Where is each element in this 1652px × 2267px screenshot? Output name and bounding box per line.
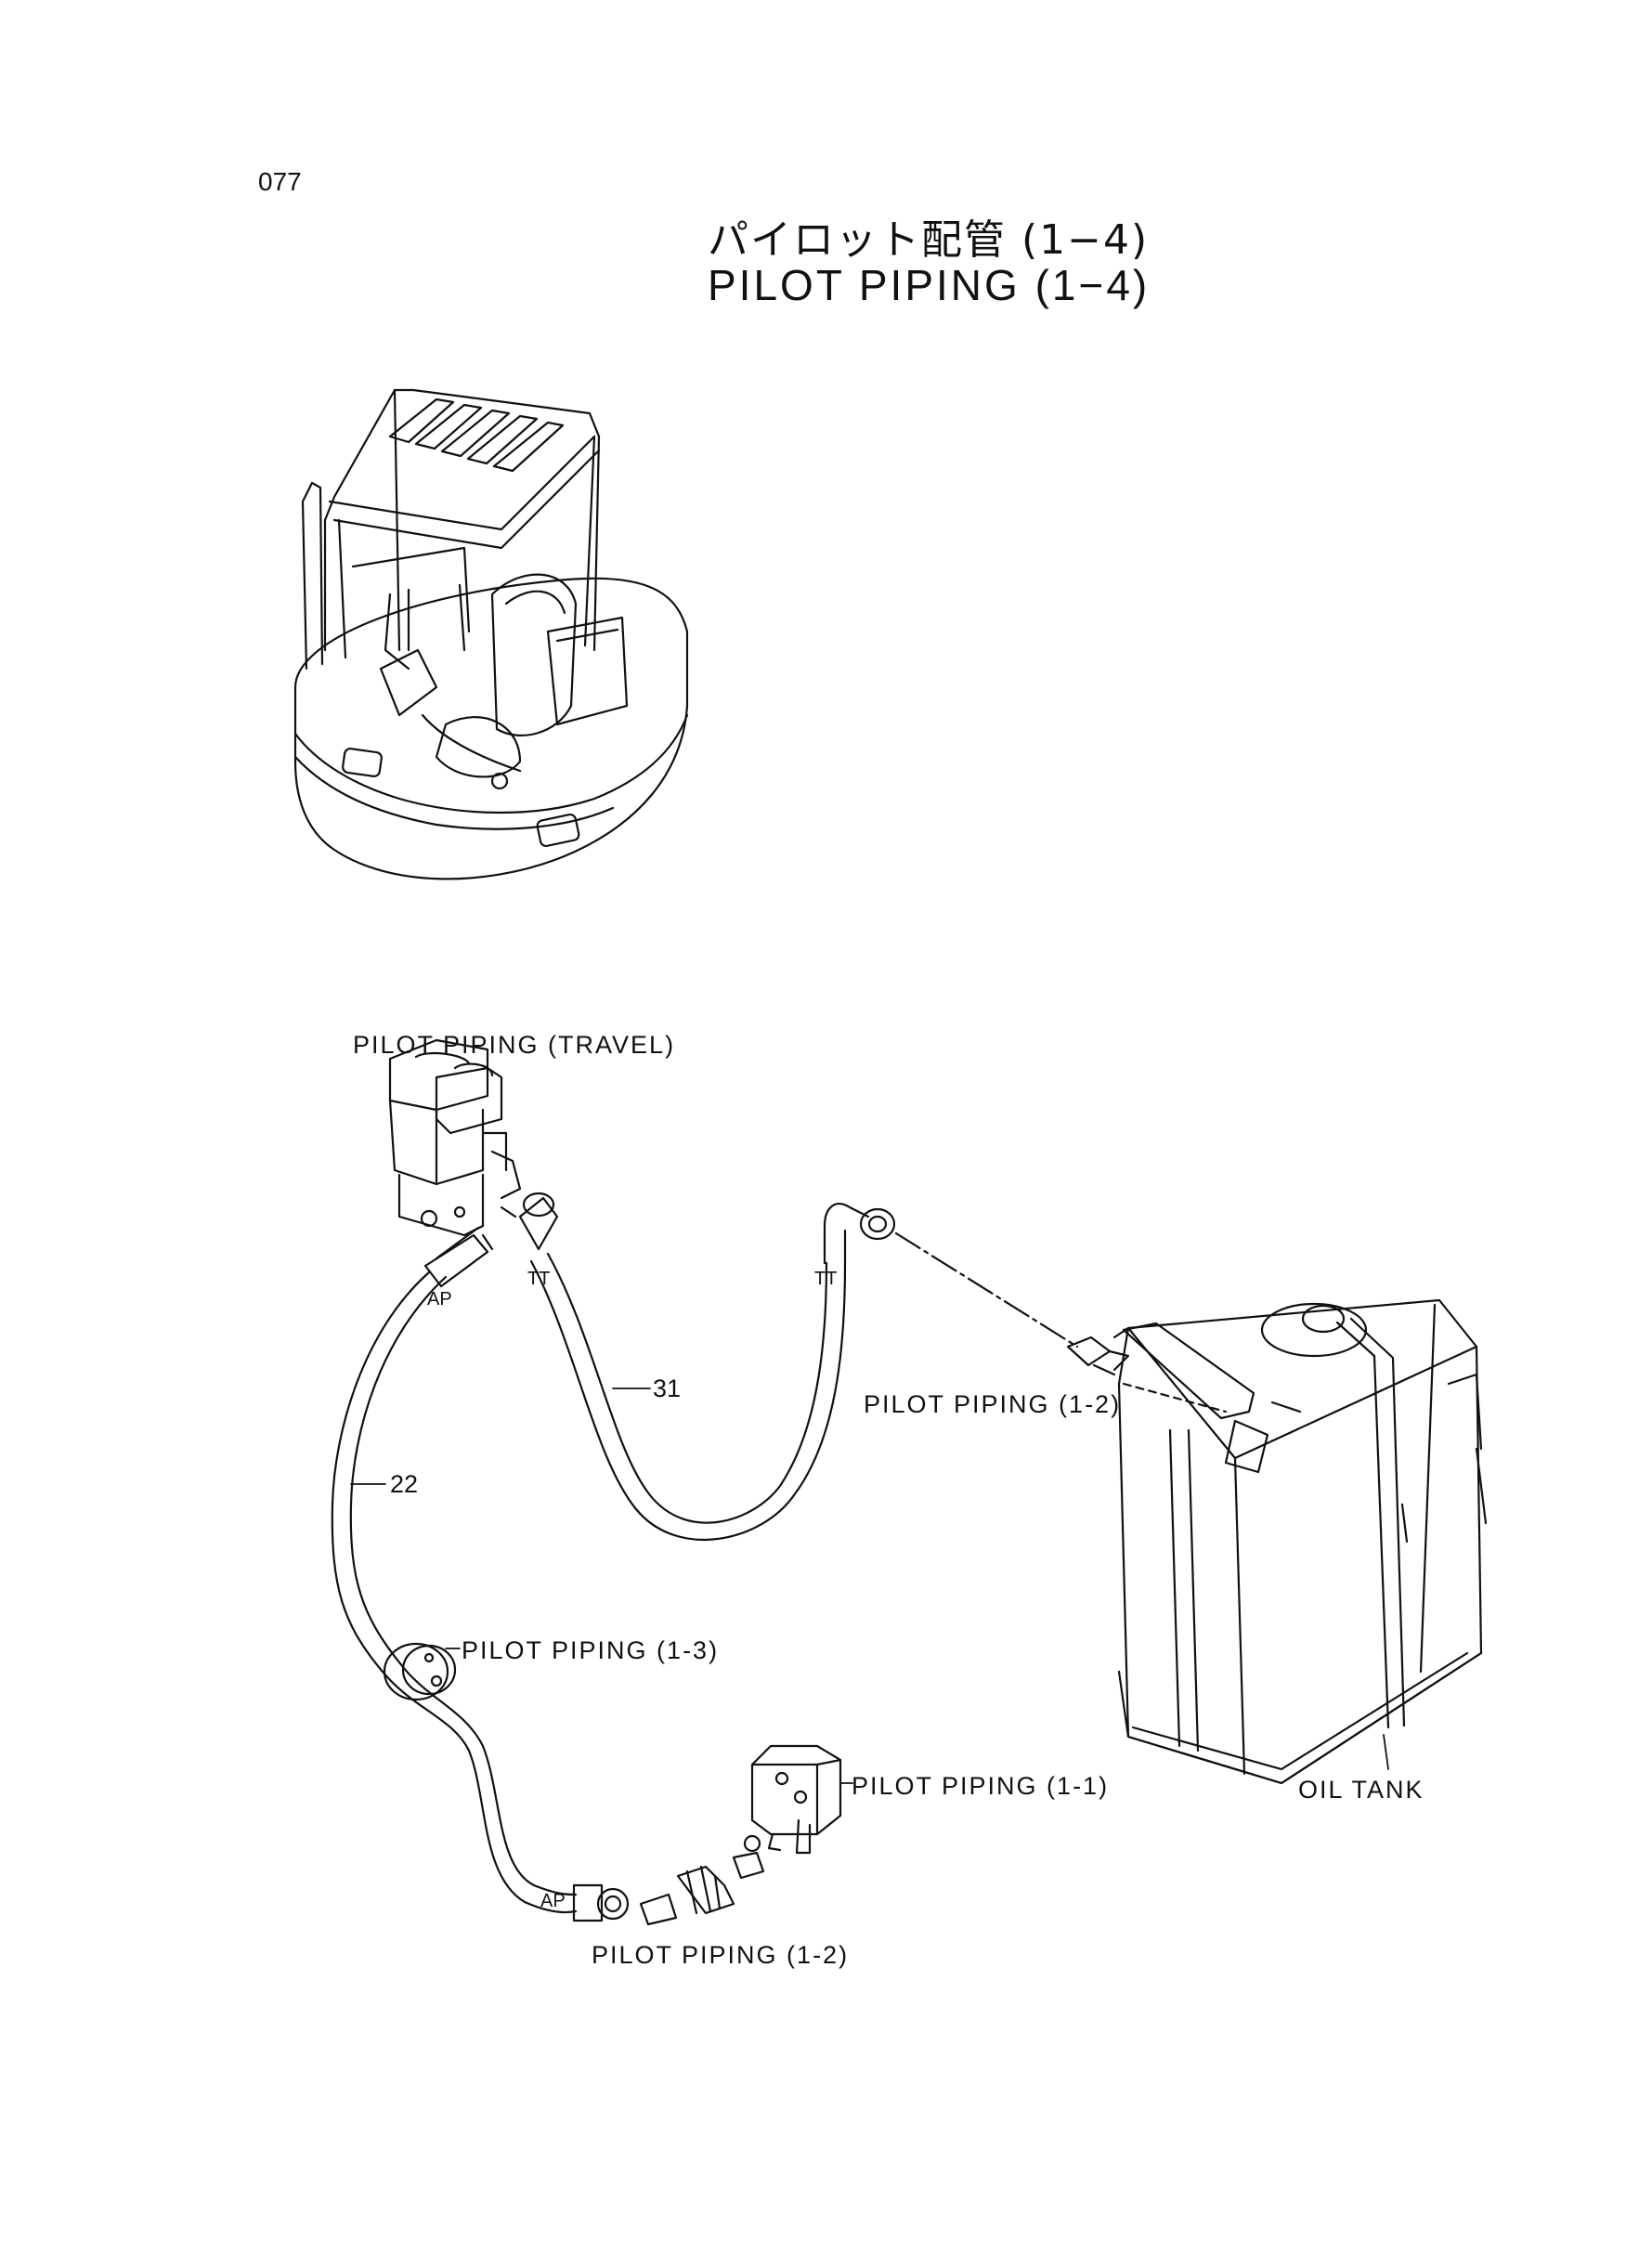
port-tag-ap-upper: AP bbox=[427, 1289, 452, 1309]
port-tag-tt-left: TT bbox=[527, 1269, 551, 1289]
pilot-block-1-1 bbox=[750, 1744, 842, 1855]
lower-fittings-1-2 bbox=[639, 1834, 765, 1926]
label-pilot-piping-1-2-lower: PILOT PIPING (1-2) bbox=[592, 1941, 850, 1969]
excavator-overview-illustration bbox=[293, 388, 689, 880]
label-oil-tank: OIL TANK bbox=[1298, 1776, 1424, 1804]
port-tag-tt-right: TT bbox=[814, 1269, 838, 1289]
connection-chain-line bbox=[894, 1231, 1079, 1348]
label-pilot-piping-1-3: PILOT PIPING (1-3) bbox=[462, 1636, 720, 1664]
label-pilot-piping-1-2-upper: PILOT PIPING (1-2) bbox=[864, 1390, 1122, 1418]
tank-fitting bbox=[1066, 1335, 1130, 1376]
oil-tank bbox=[1112, 1298, 1488, 1785]
part-number-22: 22 bbox=[390, 1470, 419, 1498]
page-number: 077 bbox=[258, 167, 302, 196]
page-title-japanese: パイロット配管 (1−4) bbox=[708, 216, 1150, 264]
port-tag-ap-lower: AP bbox=[540, 1891, 566, 1911]
page-title-english: PILOT PIPING (1−4) bbox=[708, 261, 1151, 309]
label-pilot-piping-1-1: PILOT PIPING (1-1) bbox=[852, 1772, 1110, 1800]
hose-31 bbox=[518, 1192, 896, 1541]
label-pilot-piping-travel: PILOT PIPING (TRAVEL) bbox=[353, 1031, 676, 1059]
travel-pilot-valve bbox=[388, 1038, 522, 1251]
hose-22 bbox=[331, 1226, 630, 1922]
part-number-31: 31 bbox=[653, 1375, 682, 1402]
leader-lines bbox=[350, 1388, 1389, 1784]
